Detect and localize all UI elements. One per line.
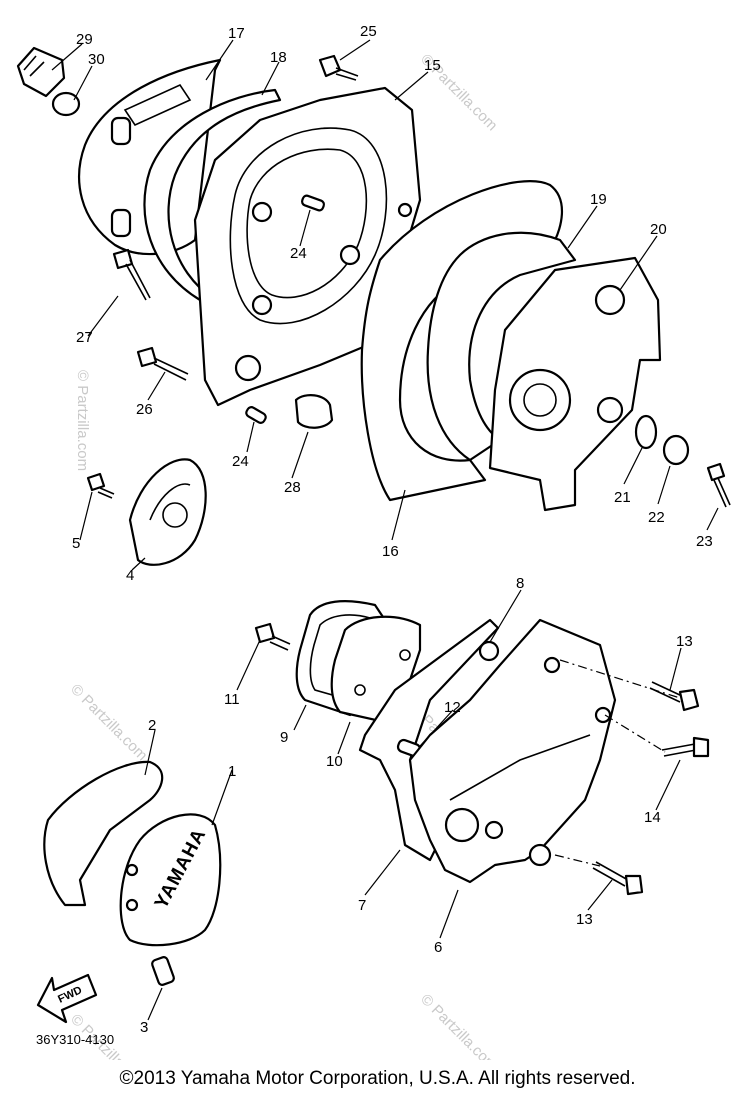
gasket-2: [43, 760, 164, 907]
part-label-4: 4: [126, 567, 134, 584]
forward-direction-arrow: FWD: [36, 973, 98, 1024]
drawing-code: 36Y310-4130: [36, 1032, 114, 1047]
plug-28: [294, 394, 334, 429]
cover-20: [488, 256, 662, 512]
part-label-24-upper: 24: [290, 245, 307, 262]
alignment-line: [559, 659, 681, 699]
part-label-10: 10: [326, 753, 343, 770]
cover-6: [408, 618, 617, 884]
part-label-23: 23: [696, 533, 713, 550]
crankcase-cover-17: [78, 58, 222, 256]
bolt-27: [112, 248, 151, 301]
bolt-23: [706, 462, 731, 508]
bolt-11: [254, 622, 291, 651]
part-label-16: 16: [382, 543, 399, 560]
part-label-20: 20: [650, 221, 667, 238]
part-label-1: 1: [228, 763, 236, 780]
watermark: © Partzilla.com: [417, 991, 500, 1060]
part-label-5: 5: [72, 535, 80, 552]
part-label-27: 27: [76, 329, 93, 346]
gasket-7: [358, 618, 500, 862]
part-label-17: 17: [228, 25, 245, 42]
bolt-26: [136, 346, 189, 381]
part-label-22: 22: [648, 509, 665, 526]
part-label-15: 15: [424, 57, 441, 74]
washer-8: [478, 640, 500, 662]
part-label-3: 3: [140, 1019, 148, 1036]
alignment-line: [554, 854, 601, 867]
seal-21: [634, 414, 658, 450]
part-label-19: 19: [590, 191, 607, 208]
part-label-25: 25: [360, 23, 377, 40]
part-label-13-lower: 13: [576, 911, 593, 928]
cover-4: [128, 458, 207, 566]
o-ring: [51, 91, 81, 117]
part-label-29: 29: [76, 31, 93, 48]
gasket-19: [426, 231, 577, 462]
part-label-6: 6: [434, 939, 442, 956]
copyright-notice: ©2013 Yamaha Motor Corporation, U.S.A. A…: [119, 1068, 636, 1089]
part-label-14: 14: [644, 809, 661, 826]
part-label-11: 11: [224, 691, 240, 708]
cap-22: [662, 434, 690, 466]
dowel-pin-24-upper: [300, 194, 326, 212]
oil-filler-cap: [16, 46, 66, 98]
part-label-18: 18: [270, 49, 287, 66]
gasket-16: [360, 180, 564, 502]
part-label-28: 28: [284, 479, 301, 496]
part-label-7: 7: [358, 897, 366, 914]
leader-lines: [51, 39, 719, 1021]
part-label-8: 8: [516, 575, 524, 592]
part-label-9: 9: [280, 729, 288, 746]
part-label-12: 12: [444, 699, 461, 716]
bolt-25: [318, 54, 359, 81]
part-label-30: 30: [88, 51, 105, 68]
exploded-view-drawing: © Partzilla.com © Partzilla.com © Partzi…: [16, 23, 731, 1094]
dowel-pin-24-lower: [245, 406, 267, 424]
part-number-labels: 29 30 17 18 25 15 24 27 26 24 28 5 4 19 …: [72, 23, 713, 1036]
bolt-3: [151, 956, 175, 986]
bolt-13-lower: [592, 861, 644, 896]
alignment-line: [604, 714, 666, 753]
bolt-13-upper: [649, 681, 700, 712]
bolt-14: [661, 736, 710, 758]
watermark: © Partzilla.com: [74, 370, 91, 471]
part-label-26: 26: [136, 401, 153, 418]
part-label-24-lower: 24: [232, 453, 249, 470]
screw-5: [86, 472, 115, 499]
generator-cover-1: YAMAHA: [119, 813, 222, 947]
part-label-21: 21: [614, 489, 631, 506]
part-label-13-upper: 13: [676, 633, 693, 650]
watermark: © Partzilla.com: [67, 681, 150, 764]
part-label-2: 2: [148, 717, 156, 734]
